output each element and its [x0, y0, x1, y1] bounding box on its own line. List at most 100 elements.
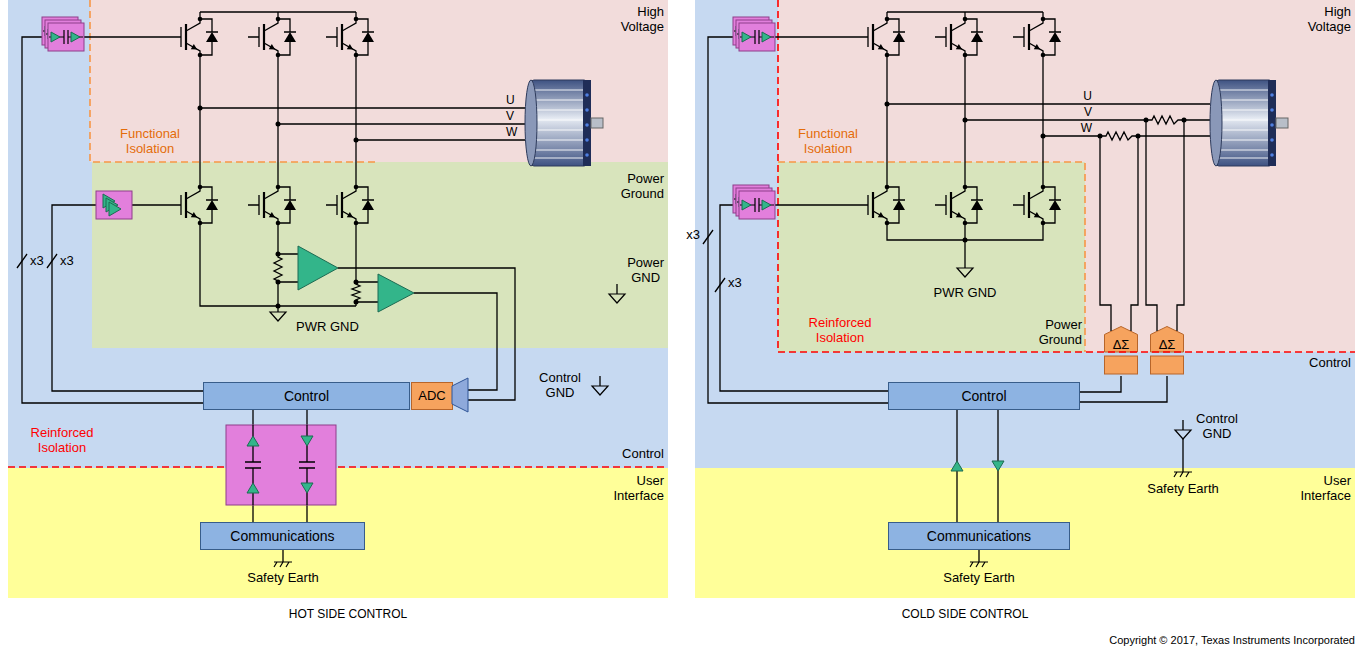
- wire: [1182, 420, 1183, 472]
- junction-dot: [276, 280, 281, 285]
- junction-dot: [276, 122, 281, 127]
- ground-label: PWR GND: [934, 286, 997, 301]
- count-label: x3: [728, 276, 742, 291]
- text-holder: Power Ground: [1039, 318, 1082, 348]
- voltage-domain-band: Power Ground: [92, 162, 668, 348]
- delta-sigma-modulator: ΔΣ: [1150, 326, 1184, 376]
- communications-box: Communications: [200, 522, 365, 550]
- junction-dot: [1098, 134, 1103, 139]
- digital-isolator: [245, 425, 315, 505]
- junction-dot: [885, 102, 890, 107]
- ground-label: Control GND: [539, 371, 581, 401]
- text-holder: Safety Earth: [247, 571, 319, 586]
- text-holder: User Interface: [613, 474, 664, 504]
- controller-box: Control: [203, 382, 410, 410]
- junction-dot: [276, 252, 281, 257]
- junction-dot: [354, 280, 359, 285]
- text-holder: PWR GND: [296, 320, 359, 335]
- text-holder: Functional Isolation: [120, 127, 180, 157]
- text-holder: x3: [728, 276, 742, 291]
- text-holder: Control GND: [539, 371, 581, 401]
- phase-label: W: [506, 126, 517, 140]
- digital-filter-shape: [1105, 356, 1138, 374]
- text-holder: Power GND: [627, 256, 664, 286]
- text-holder: x3: [30, 254, 44, 269]
- gate-driver-symbol: [739, 23, 775, 51]
- text-holder: Control GND: [1196, 412, 1238, 442]
- earth-label: Safety Earth: [1147, 482, 1219, 497]
- ground-label: Control GND: [1196, 412, 1238, 442]
- text-holder: x3: [686, 228, 700, 243]
- gate-driver-symbol: [48, 23, 84, 51]
- block-label: ΔΣ: [1113, 338, 1130, 353]
- reinforced-isolation-line: [778, 0, 1355, 352]
- text-holder: Functional Isolation: [798, 127, 858, 157]
- wire: [599, 376, 600, 386]
- junction-dot: [354, 138, 359, 143]
- controller-box: Control: [888, 382, 1080, 410]
- copyright-note: Copyright © 2017, Texas Instruments Inco…: [1109, 634, 1355, 647]
- text-holder: Safety Earth: [1147, 482, 1219, 497]
- wire: [616, 284, 617, 294]
- domain-title: Power Ground: [621, 172, 664, 202]
- digital-isolator: [247, 436, 259, 446]
- text-holder: Power Ground: [621, 172, 664, 202]
- junction-dot: [1041, 134, 1046, 139]
- gate-driver-symbol: [739, 191, 775, 219]
- text-holder: Copyright © 2017, Texas Instruments Inco…: [1109, 634, 1355, 647]
- junction-dot: [1182, 118, 1187, 123]
- text-holder: Control: [1309, 356, 1351, 371]
- text-holder: W: [506, 126, 517, 140]
- earth-label: Safety Earth: [247, 571, 319, 586]
- domain-title: User Interface: [613, 474, 664, 504]
- communications-box: Communications: [888, 522, 1070, 550]
- block-label: ΔΣ: [1159, 338, 1176, 353]
- digital-isolator: [226, 425, 336, 505]
- text-holder: Safety Earth: [943, 571, 1015, 586]
- text-holder: HOT SIDE CONTROL: [289, 608, 407, 622]
- junction-dot: [963, 238, 968, 243]
- domain-title: Control: [1309, 356, 1351, 371]
- isolation-label: Reinforced Isolation: [31, 426, 94, 456]
- domain-title: Control: [622, 447, 664, 462]
- gate-driver-symbol: [96, 191, 132, 219]
- junction-dot: [1136, 134, 1141, 139]
- digital-isolator: [301, 436, 313, 446]
- digital-isolator: [247, 483, 259, 493]
- text-holder: Control: [622, 447, 664, 462]
- text-holder: U: [1083, 90, 1092, 104]
- junction-dot: [276, 304, 281, 309]
- text-holder: High Voltage: [1308, 5, 1351, 35]
- domain-title: High Voltage: [1308, 5, 1351, 35]
- junction-dot: [354, 300, 359, 305]
- text-holder: User Interface: [1300, 474, 1351, 504]
- domain-title: User Interface: [1300, 474, 1351, 504]
- isolation-label: Functional Isolation: [120, 127, 180, 157]
- reinforced-isolation-line: [8, 466, 668, 468]
- block-label: Control: [284, 388, 329, 404]
- phase-label: V: [506, 110, 514, 124]
- text-holder: PWR GND: [934, 286, 997, 301]
- wire: [978, 550, 979, 562]
- phase-label: U: [1083, 90, 1092, 104]
- wire: [887, 103, 1210, 104]
- domain-title: High Voltage: [621, 5, 664, 35]
- voltage-domain-band: Communications User Interface: [695, 468, 1355, 598]
- text-holder: U: [506, 94, 515, 108]
- text-holder: COLD SIDE CONTROL: [902, 608, 1029, 622]
- block-label: ADC: [418, 389, 445, 404]
- junction-dot: [198, 106, 203, 111]
- count-label: x3: [60, 254, 74, 269]
- modulator-shape: [1151, 327, 1184, 353]
- digital-filter-shape: [1151, 356, 1184, 374]
- domain-title: Power Ground: [1039, 318, 1082, 348]
- block-label: Control: [961, 388, 1006, 404]
- functional-isolation-line: [778, 162, 1085, 352]
- text-holder: Reinforced Isolation: [31, 426, 94, 456]
- adc-box: ADC: [411, 382, 453, 410]
- text-holder: V: [1084, 106, 1092, 120]
- ground-label: PWR GND: [296, 320, 359, 335]
